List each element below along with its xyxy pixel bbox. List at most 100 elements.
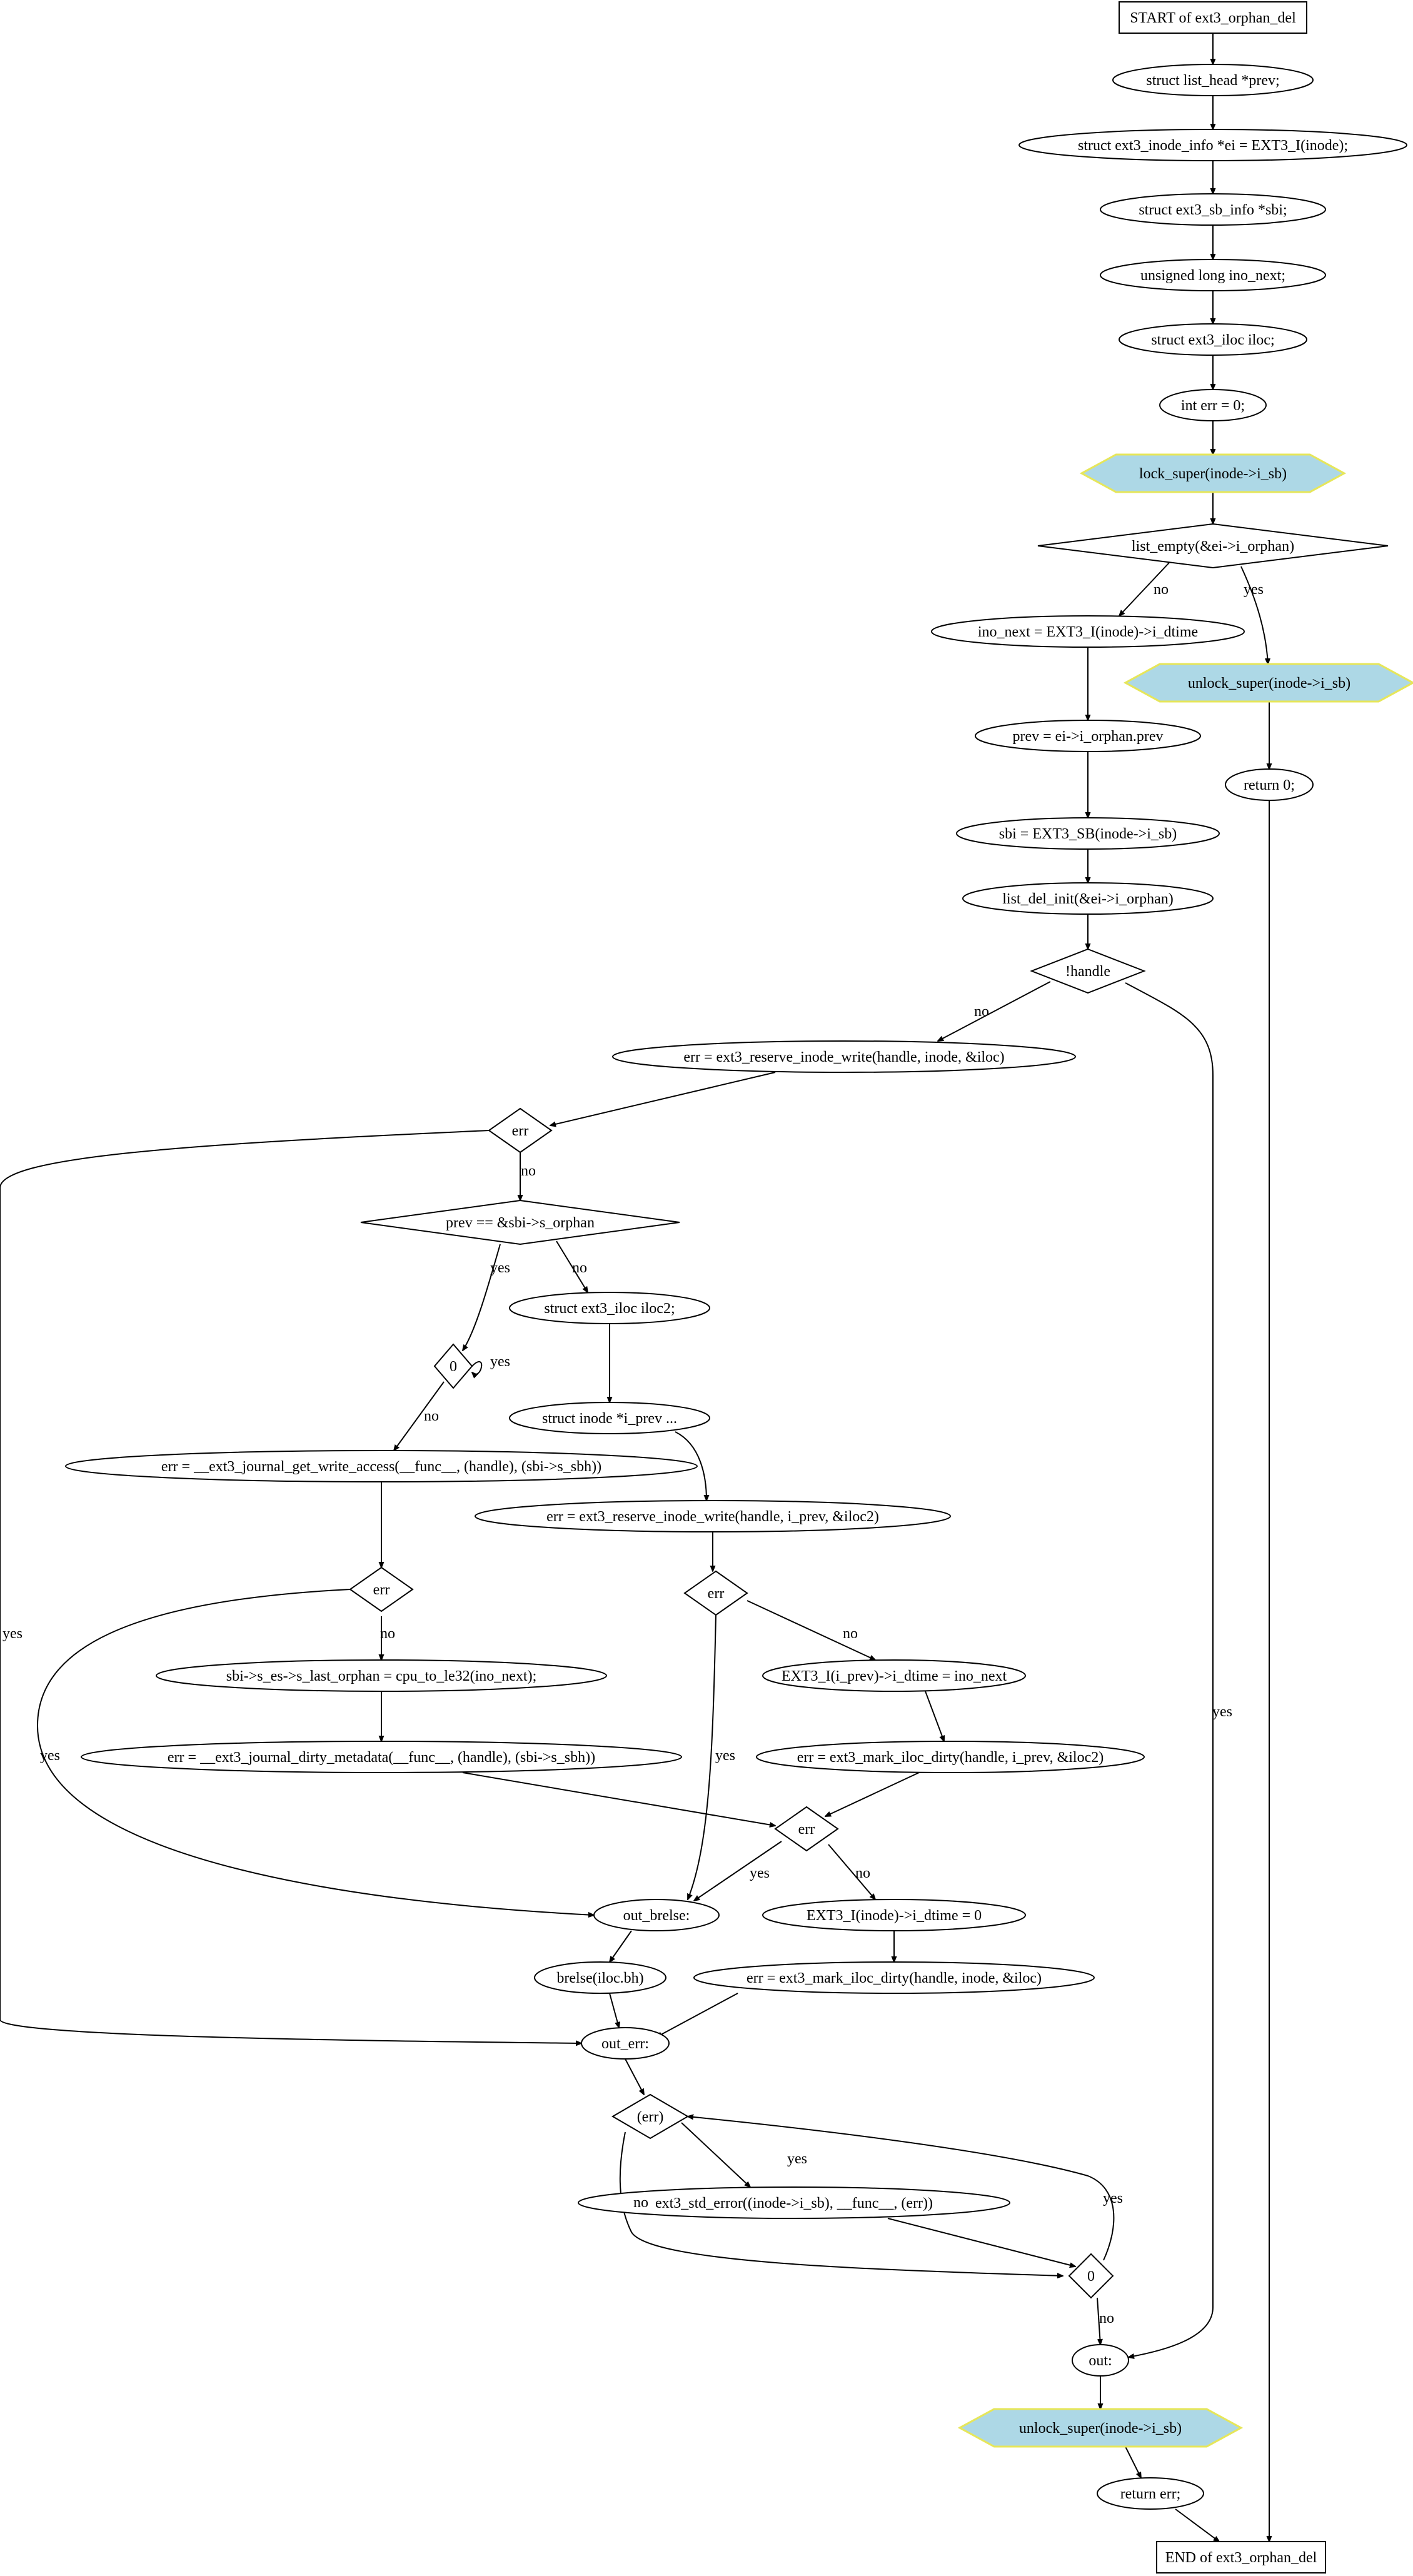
- flowchart-node-n3: struct ext3_sb_info *sbi;: [1100, 193, 1326, 226]
- flowchart-node-shape: [360, 1199, 680, 1245]
- flowchart-node-shape: [693, 1961, 1095, 1994]
- flowchart-edge: [825, 1772, 920, 1816]
- flowchart-node-d10: 0: [1068, 2253, 1114, 2299]
- flowchart-edge-label-no: no: [1154, 581, 1169, 598]
- flowchart-node-n13: struct inode *i_prev ...: [509, 1402, 710, 1434]
- flowchart-node-label: err: [512, 1123, 529, 1139]
- flowchart-edge: [1125, 982, 1214, 2357]
- flowchart-node-label: list_empty(&ei->i_orphan): [1132, 538, 1294, 555]
- flowchart-node-shape: [509, 1402, 710, 1434]
- flowchart-node-end: END of ext3_orphan_del: [1156, 2541, 1326, 2573]
- flowchart-node-label: sbi->s_es->s_last_orphan = cpu_to_le32(i…: [226, 1668, 537, 1684]
- flowchart-node-n18: err = __ext3_journal_dirty_metadata(__fu…: [81, 1741, 682, 1773]
- flowchart-edge-label-no: no: [380, 1626, 395, 1642]
- flowchart-edge-label-no: no: [855, 1865, 870, 1881]
- flowchart-node-shape: [931, 615, 1245, 648]
- flowchart-node-n20: out_brelse:: [593, 1899, 720, 1931]
- flowchart-edge: [394, 1381, 445, 1451]
- flowchart-node-label: err = __ext3_journal_get_write_access(__…: [161, 1459, 601, 1475]
- flowchart-edge-label-no: no: [424, 1408, 439, 1424]
- flowchart-node-n8: prev = ei->i_orphan.prev: [975, 720, 1201, 752]
- flowchart-node-label: err: [798, 1821, 815, 1838]
- flowchart-edge-label-no: no: [572, 1260, 587, 1276]
- flowchart-node-shape: [1037, 523, 1389, 569]
- flowchart-node-label: return err;: [1120, 2486, 1181, 2502]
- flowchart-node-label: err: [708, 1586, 725, 1602]
- flowchart-node-label: !handle: [1065, 963, 1110, 980]
- flowchart-edge: [36, 1589, 594, 1915]
- flowchart-edge: [625, 2058, 644, 2095]
- flowchart-node-d6: err: [349, 1566, 414, 1613]
- flowchart-edges: [0, 33, 1269, 2542]
- flowchart-edge: [694, 1841, 782, 1901]
- flowchart-node-label: unlock_super(inode->i_sb): [1188, 675, 1350, 692]
- flowchart-node-n21: EXT3_I(inode)->i_dtime = 0: [762, 1899, 1026, 1931]
- flowchart-node-shape: [683, 1570, 748, 1616]
- flowchart-edge-label-yes: yes: [787, 2151, 807, 2167]
- flowchart-node-shape: [1079, 453, 1347, 493]
- flowchart-node-n15: err = ext3_reserve_inode_write(handle, i…: [475, 1500, 951, 1532]
- flowchart-node-shape: [1123, 663, 1413, 703]
- flowchart-node-n17: EXT3_I(i_prev)->i_dtime = ino_next: [762, 1659, 1026, 1692]
- flowchart-node-shape: [1018, 129, 1407, 161]
- flowchart-node-label: struct ext3_iloc iloc;: [1151, 332, 1274, 348]
- flowchart-node-shape: [349, 1566, 414, 1613]
- flowchart-node-shape: [774, 1806, 839, 1852]
- flowchart-edge: [462, 1772, 775, 1826]
- flowchart-node-shape: [475, 1500, 951, 1532]
- flowchart-node-shape: [1225, 768, 1314, 801]
- flowchart-node-shape: [509, 1292, 710, 1324]
- flowchart-edge: [887, 2218, 1075, 2267]
- flowchart-node-shape: [578, 2186, 1010, 2219]
- flowchart-node-n2: struct ext3_inode_info *ei = EXT3_I(inod…: [1018, 129, 1407, 161]
- flowchart-node-label: err = ext3_mark_iloc_dirty(handle, inode…: [747, 1970, 1042, 1986]
- flowchart-node-unlock2: unlock_super(inode->i_sb): [957, 2408, 1244, 2448]
- flowchart-node-n7: ino_next = EXT3_I(inode)->i_dtime: [931, 615, 1245, 648]
- flowchart-node-d4: prev == &sbi->s_orphan: [360, 1199, 680, 1245]
- flowchart-node-label: struct ext3_inode_info *ei = EXT3_I(inod…: [1078, 138, 1348, 154]
- flowchart-node-label: return 0;: [1244, 777, 1295, 793]
- flowchart-node-label: ino_next = EXT3_I(inode)->i_dtime: [978, 624, 1198, 640]
- flowchart-node-label: 0: [450, 1359, 457, 1375]
- flowchart-edge: [687, 1614, 717, 1899]
- flowchart-edge-label-no: no: [1099, 2310, 1114, 2327]
- flowchart-node-start: START of ext3_orphan_del: [1119, 1, 1307, 34]
- flowchart-edge-label-yes: yes: [1244, 581, 1264, 598]
- flowchart-edge-label-no: no: [843, 1626, 858, 1642]
- flowchart-node-n24: out_err:: [581, 2027, 670, 2060]
- flowchart-edge: [1175, 2508, 1219, 2542]
- flowchart-node-shape: [1100, 193, 1326, 226]
- flowchart-edge: [925, 1691, 944, 1741]
- flowchart-node-label: (err): [637, 2109, 664, 2125]
- flowchart-node-d1: list_empty(&ei->i_orphan): [1037, 523, 1389, 569]
- flowchart-edge: [1125, 2446, 1141, 2478]
- flowchart-node-label: struct inode *i_prev ...: [542, 1411, 677, 1427]
- flowchart-node-shape: [65, 1450, 698, 1482]
- flowchart-node-label: prev = ei->i_orphan.prev: [1013, 728, 1164, 745]
- flowchart-node-shape: [762, 1899, 1026, 1931]
- flowchart-node-d7: err: [683, 1570, 748, 1616]
- flowchart-node-shape: [1112, 64, 1314, 96]
- flowchart-node-n10: list_del_init(&ei->i_orphan): [962, 882, 1214, 915]
- flowchart-node-d5: 0: [433, 1343, 473, 1389]
- flowchart-node-label: unlock_super(inode->i_sb): [1019, 2420, 1182, 2437]
- flowchart-node-label: START of ext3_orphan_del: [1130, 10, 1296, 26]
- flowchart-node-label: out_err:: [601, 2036, 649, 2052]
- flowchart-node-shape: [534, 1961, 666, 1994]
- flowchart-node-n6: int err = 0;: [1159, 389, 1267, 421]
- flowchart-edge-label-no: no: [521, 1163, 536, 1179]
- flowchart-node-n19: err = ext3_mark_iloc_dirty(handle, i_pre…: [756, 1741, 1145, 1773]
- flowchart-edge-label-yes: yes: [1103, 2190, 1123, 2206]
- flowchart-node-shape: [756, 1741, 1145, 1773]
- flowchart-node-label: EXT3_I(i_prev)->i_dtime = ino_next: [782, 1668, 1007, 1684]
- flowchart-node-label: sbi = EXT3_SB(inode->i_sb): [999, 826, 1177, 842]
- flowchart-node-label: err = ext3_reserve_inode_write(handle, i…: [683, 1049, 1004, 1065]
- flowchart-node-label: out:: [1089, 2353, 1112, 2369]
- flowchart-node-n4: unsigned long ino_next;: [1100, 259, 1326, 291]
- flowchart-node-label: err: [373, 1582, 390, 1598]
- flowchart-node-shape: [762, 1659, 1026, 1692]
- flowchart-node-shape: [962, 882, 1214, 915]
- flowchart-node-label: err = ext3_mark_iloc_dirty(handle, i_pre…: [797, 1749, 1104, 1766]
